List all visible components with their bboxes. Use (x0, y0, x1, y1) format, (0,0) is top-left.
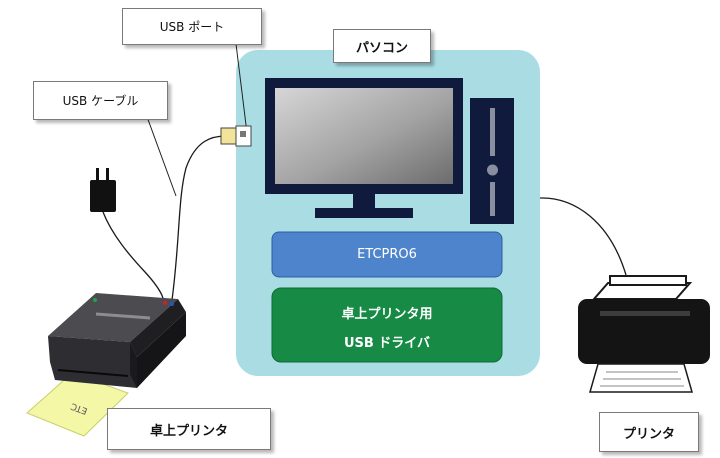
usb-cable-label: USB ケーブル (62, 94, 139, 108)
monitor-icon (265, 78, 463, 218)
pc-callout: パソコン (333, 29, 431, 63)
pc-label: パソコン (355, 40, 408, 56)
usb-cable-leader (145, 113, 177, 197)
etc-card-icon: ETC (26, 372, 129, 437)
driver-line-2: USB ドライバ (343, 336, 431, 351)
driver-line-1: 卓上プリンタ用 (341, 307, 433, 322)
printer-cable-line (539, 197, 627, 276)
usb-port-leader (235, 43, 248, 134)
desktop-printer-callout: 卓上プリンタ (107, 408, 271, 450)
software-name: ETCPRO6 (357, 247, 417, 262)
printer-label: プリンタ (622, 426, 675, 442)
printer-callout: プリンタ (599, 412, 699, 452)
adapter-cable-line (102, 211, 164, 299)
software-block (271, 231, 503, 278)
usb-port-label: USB ポート (159, 20, 225, 34)
office-printer-icon (578, 275, 710, 393)
ac-adapter-icon (90, 168, 116, 212)
pc-tower-icon (470, 98, 514, 224)
usb-port-callout: USB ポート (122, 8, 262, 45)
usb-cable-line (171, 135, 227, 301)
desktop-printer-label: 卓上プリンタ (149, 423, 228, 439)
usb-connector (220, 125, 252, 147)
driver-block-text: 卓上プリンタ用 USB ドライバ (272, 288, 502, 362)
usb-cable-callout: USB ケーブル (33, 81, 168, 120)
software-block-text: ETCPRO6 (272, 232, 502, 277)
desktop-printer-icon (48, 293, 186, 388)
driver-block (271, 287, 503, 363)
